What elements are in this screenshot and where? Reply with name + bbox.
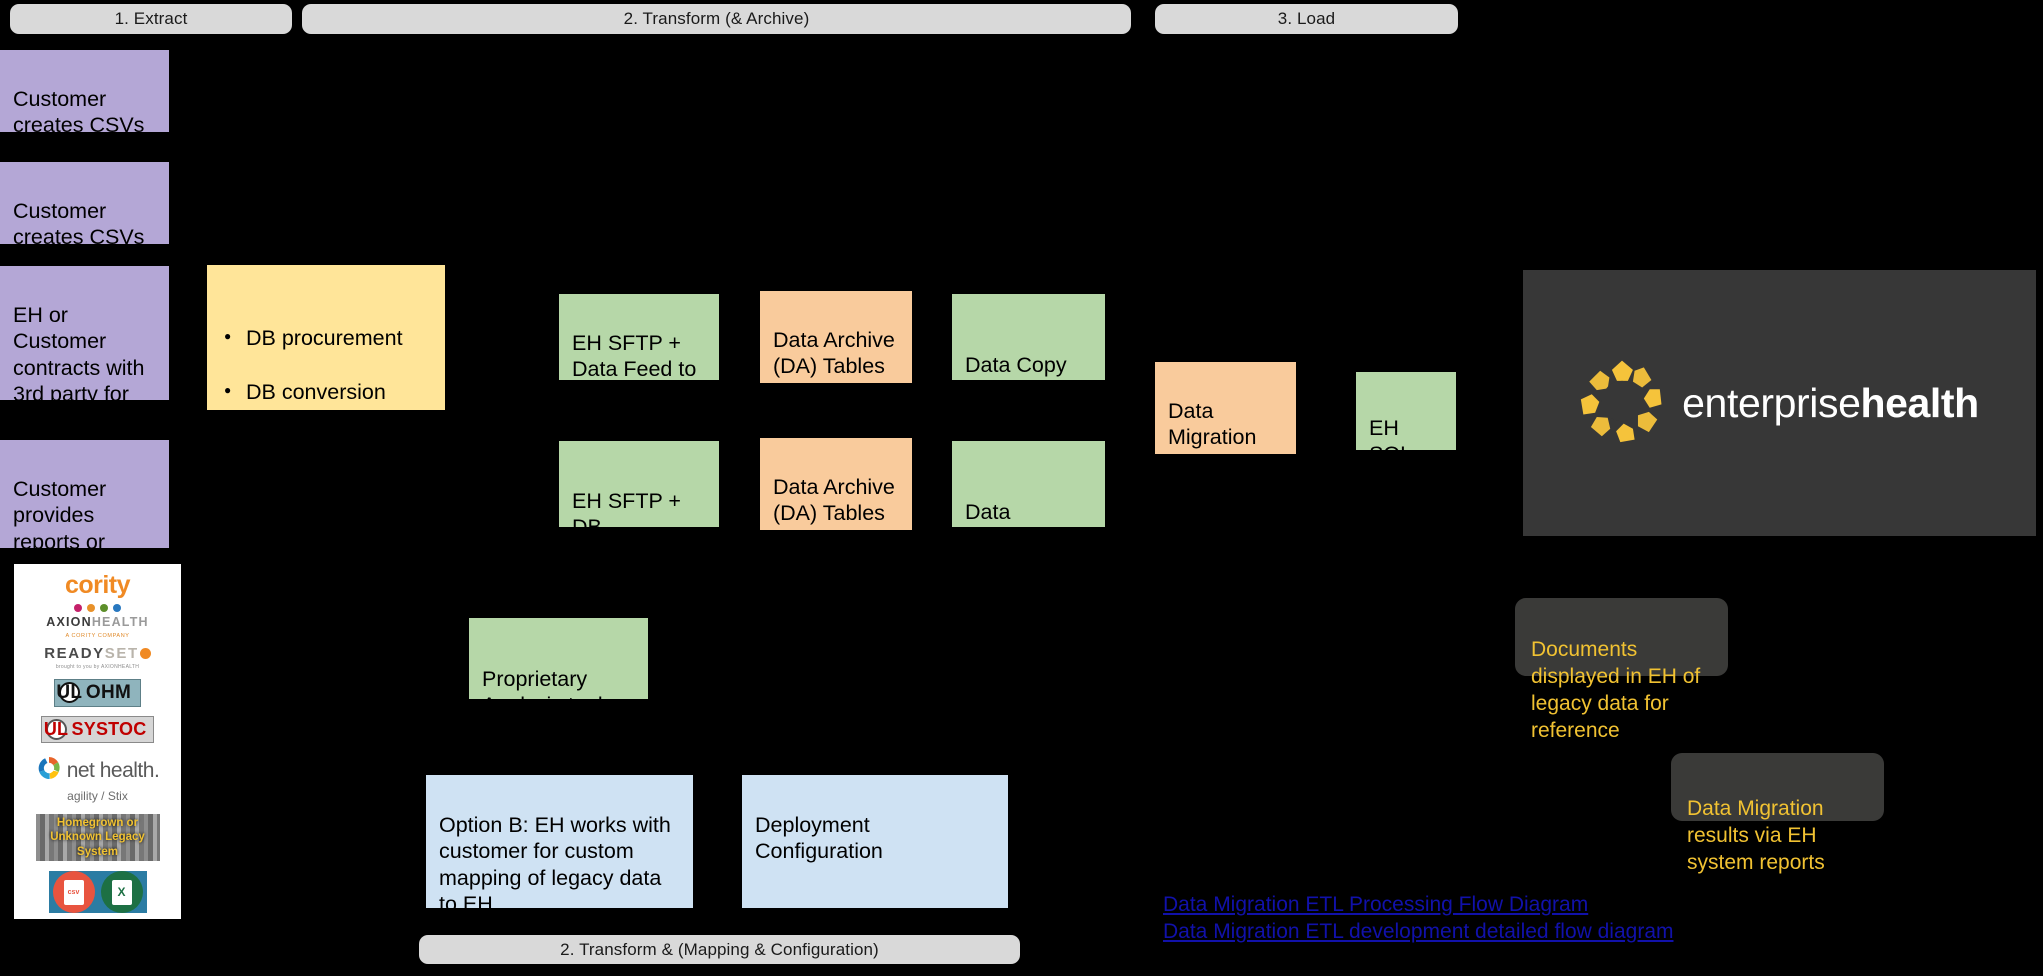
proprietary-analysis-tools-box: Proprietary Analysis tools xyxy=(469,618,648,717)
axion-subtitle: A CORITY COMPANY xyxy=(65,632,130,639)
box-text: Proprietary Analysis tools xyxy=(482,667,614,718)
net-health-logo: net health. xyxy=(36,755,160,786)
link-etl-processing-flow-diagram[interactable]: Data Migration ETL Processing Flow Diagr… xyxy=(1163,893,1589,916)
source-box-csv-sql: Customer creates CSVs in EH (SQL) API fo… xyxy=(0,162,169,302)
brand-word-bold: health xyxy=(1860,379,1979,426)
axion-health-logo: AXIONHEALTH xyxy=(46,616,149,629)
sftp-db-conversion-box: EH SFTP + DB Conversion tools xyxy=(559,441,719,592)
phase-bar-load: 3. Load xyxy=(1155,4,1458,34)
phase-label: 2. Transform (& Archive) xyxy=(623,9,810,28)
source-box-third-party-etl: EH or Customer contracts with 3rd party … xyxy=(0,266,169,458)
ohm-logo: UL OHM xyxy=(53,678,142,707)
systoc-logo: UL SYSTOC xyxy=(40,715,155,743)
phase-label: 3. Load xyxy=(1277,9,1336,28)
phase-label: 1. Extract xyxy=(114,9,188,28)
option-b-lead: Option B: EH works with customer for cus… xyxy=(439,813,671,916)
axion-dots-icon xyxy=(74,604,121,613)
third-party-list: DB procurement DB conversion Data mappin… xyxy=(220,299,433,618)
callout-migration-results: Data Migration results via EH system rep… xyxy=(1671,753,1884,874)
option-b-mapping-box: Option B: EH works with customer for cus… xyxy=(426,775,693,976)
readyset-grey: SET xyxy=(104,644,139,662)
csv-excel-files-icon: csv X xyxy=(48,871,147,913)
readyset-subtitle: brought to you by AXIONHEALTH xyxy=(55,663,140,670)
box-text: EH SFTP + DB Conversion tools xyxy=(572,489,681,592)
data-transform-box: Data Transform xyxy=(952,441,1105,550)
legacy-photo-caption: Homegrown or Unknown Legacy System xyxy=(50,816,145,858)
readyset-dot-icon xyxy=(139,647,151,659)
data-copy-box: Data Copy xyxy=(952,294,1105,380)
box-text: Data Copy xyxy=(965,353,1067,378)
eh-sql-apis-box: EH SQL APIs xyxy=(1356,372,1456,493)
list-item: DB conversion xyxy=(220,379,433,406)
data-archive-tables-box-2: Data Archive (DA) Tables (data stored lo… xyxy=(760,438,912,604)
cority-logo: cority xyxy=(64,571,131,599)
net-health-subtitle: agility / Stix xyxy=(67,788,128,803)
box-text: EH SFTP + Data Feed to load as-is xyxy=(572,331,697,408)
axion-grey: HEALTH xyxy=(91,615,149,630)
legacy-mainframe-photo: Homegrown or Unknown Legacy System xyxy=(35,813,160,861)
callout-text: Data Migration results via EH system rep… xyxy=(1687,796,1825,874)
link-etl-development-detailed-flow-diagram[interactable]: Data Migration ETL development detailed … xyxy=(1163,920,1674,943)
ul-mark-icon: UL xyxy=(43,718,69,740)
phase-bar-transform-mapping: 2. Transform & (Mapping & Configuration) xyxy=(419,935,1020,964)
list-item: Data transform xyxy=(220,485,433,512)
axion-dark: AXION xyxy=(46,615,92,630)
sunburst-logo-icon xyxy=(1580,359,1664,448)
enterprise-health-brand-panel: enterprisehealth xyxy=(1523,270,2036,536)
box-text: EH SQL APIs xyxy=(1369,416,1415,493)
systoc-label: SYSTOC xyxy=(71,718,147,739)
list-item: Data validation assistance xyxy=(220,538,433,592)
phase-bar-transform: 2. Transform (& Archive) xyxy=(302,4,1131,34)
ul-mark-icon: UL xyxy=(56,681,83,704)
legacy-vendor-logo-panel: cority AXIONHEALTH A CORITY COMPANY READ… xyxy=(14,564,181,919)
third-party-services-box: DB procurement DB conversion Data mappin… xyxy=(207,265,445,590)
callout-text: Documents displayed in EH of legacy data… xyxy=(1531,637,1701,742)
ohm-label: OHM xyxy=(85,681,132,703)
source-box-csv-frontend: Customer creates CSVs in EH (front-end) … xyxy=(0,50,169,216)
option-b-list: CVX codes Observations xyxy=(439,944,681,976)
source-text: EH or Customer contracts with 3rd party … xyxy=(13,303,145,458)
list-item: CVX codes xyxy=(439,971,681,976)
phase-bar-extract: 1. Extract xyxy=(10,4,292,34)
list-item: Data mapping xyxy=(220,432,433,459)
data-archive-tables-box-1: Data Archive (DA) Tables (data stored lo… xyxy=(760,291,912,457)
readyset-dark: READY xyxy=(44,644,105,662)
source-box-legacy-reports: Customer provides reports or backup of L… xyxy=(0,440,169,632)
callout-documents-displayed: Documents displayed in EH of legacy data… xyxy=(1515,598,1728,742)
net-health-word: net health. xyxy=(66,758,160,782)
deployment-lead: Deployment Configuration xyxy=(755,813,883,864)
box-text: Data Archive (DA) Tables (data stored lo… xyxy=(773,475,900,605)
phase-label: 2. Transform & (Mapping & Configuration) xyxy=(560,939,879,959)
box-text: Data Transform xyxy=(965,500,1063,551)
box-text: Data Migration (DM) Tables (data staged … xyxy=(1168,399,1284,555)
dm-tables-box: Data Migration (DM) Tables (data staged … xyxy=(1155,362,1296,554)
excel-file-icon: X xyxy=(100,871,143,913)
sftp-data-feed-box: EH SFTP + Data Feed to load as-is xyxy=(559,294,719,408)
brand-word-light: enterprise xyxy=(1682,379,1861,426)
brand-wordmark: enterprisehealth xyxy=(1682,380,1979,427)
net-health-swirl-icon xyxy=(36,755,62,786)
csv-file-icon: csv xyxy=(52,871,95,913)
list-item: DB procurement xyxy=(220,325,433,352)
deployment-configuration-box: Deployment Configuration Partitions for … xyxy=(742,775,1008,970)
